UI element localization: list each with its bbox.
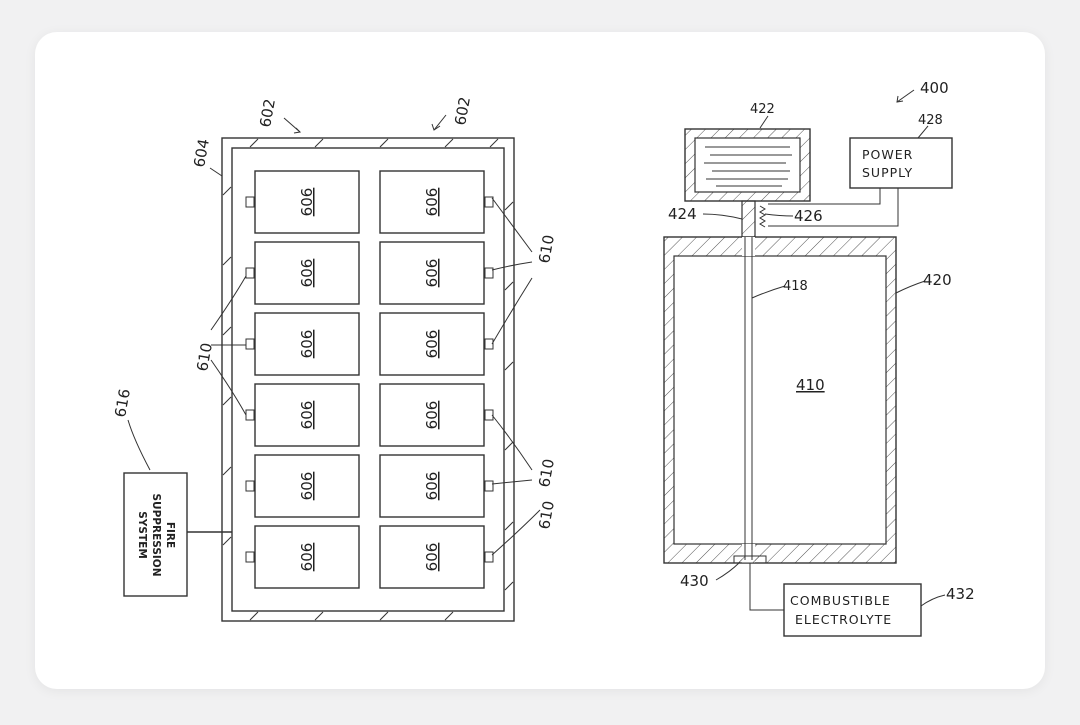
fig4-leader-lines [702, 89, 946, 611]
fire-line-3: SYSTEM [136, 511, 148, 559]
ref-418: 418 [783, 279, 808, 294]
cell-terminal [245, 338, 255, 350]
ref-400: 400 [920, 79, 949, 97]
cell-label: 606 [423, 472, 441, 501]
cell-terminal [245, 267, 255, 279]
ref-602-left: 602 [256, 97, 279, 128]
battery-enclosure [221, 137, 515, 622]
ref-424: 424 [668, 205, 697, 223]
ref-410: 410 [796, 376, 825, 394]
battery-cell: 606 [379, 170, 494, 234]
cell-terminal [484, 551, 494, 563]
cell-terminal [245, 196, 255, 208]
fire-suppression-box: FIRE SUPPRESSION SYSTEM [123, 472, 188, 597]
cell-housing [663, 236, 897, 564]
electrolyte-line-2: ELECTROLYTE [795, 612, 892, 627]
fire-line-2: SUPPRESSION [150, 493, 162, 576]
battery-cell: 606 [245, 383, 360, 447]
ref-432: 432 [946, 585, 975, 603]
cell-terminal [484, 196, 494, 208]
cell-label: 606 [423, 188, 441, 217]
fire-line-1: FIRE [164, 522, 176, 548]
battery-cell: 606 [245, 525, 360, 589]
cell-label: 606 [423, 259, 441, 288]
battery-cell: 606 [379, 241, 494, 305]
ref-430: 430 [680, 572, 709, 590]
ref-422: 422 [750, 102, 775, 117]
electrolyte-line-1: COMBUSTIBLE [790, 593, 891, 608]
cell-terminal [245, 480, 255, 492]
battery-cell: 606 [379, 525, 494, 589]
battery-cell: 606 [245, 241, 360, 305]
ref-604: 604 [190, 137, 213, 168]
electrolyte-reservoir [684, 128, 811, 202]
cell-terminal [245, 551, 255, 563]
cell-label: 606 [298, 472, 316, 501]
valve-stem [741, 200, 756, 238]
heater-coil [759, 205, 766, 228]
power-wires [768, 188, 899, 227]
cell-label: 606 [423, 330, 441, 359]
battery-cell: 606 [245, 312, 360, 376]
battery-cell-grid: 606 606 606 606 606 606 606 606 606 606 606 606 [245, 170, 494, 589]
combustible-electrolyte-box: COMBUSTIBLE ELECTROLYTE [783, 583, 922, 637]
cell-label: 606 [423, 543, 441, 572]
cell-terminal [484, 267, 494, 279]
cell-terminal [484, 480, 494, 492]
fill-tube [744, 237, 753, 560]
ref-610-right-bottom: 610 [535, 499, 558, 530]
ref-610-left: 610 [193, 341, 216, 372]
ref-428: 428 [918, 113, 943, 128]
battery-cell: 606 [245, 454, 360, 518]
ref-426: 426 [794, 207, 823, 225]
battery-cell: 606 [379, 454, 494, 518]
power-line-2: SUPPLY [862, 165, 913, 180]
ref-420: 420 [923, 271, 952, 289]
ref-610-right-top: 610 [535, 233, 558, 264]
ref-602-right: 602 [451, 95, 474, 126]
cell-label: 606 [298, 259, 316, 288]
fig6-leader-lines [127, 114, 541, 556]
cell-label: 606 [298, 401, 316, 430]
battery-cell: 606 [379, 312, 494, 376]
ref-610-right-mid: 610 [535, 457, 558, 488]
cell-terminal [245, 409, 255, 421]
power-supply-box: POWER SUPPLY [849, 137, 953, 189]
cell-label: 606 [298, 188, 316, 217]
cell-terminal [484, 338, 494, 350]
ref-616: 616 [111, 387, 134, 418]
cell-label: 606 [298, 330, 316, 359]
battery-cell: 606 [379, 383, 494, 447]
cell-terminal [484, 409, 494, 421]
power-line-1: POWER [862, 147, 913, 162]
cell-label: 606 [298, 543, 316, 572]
cell-label: 606 [423, 401, 441, 430]
battery-cell: 606 [245, 170, 360, 234]
